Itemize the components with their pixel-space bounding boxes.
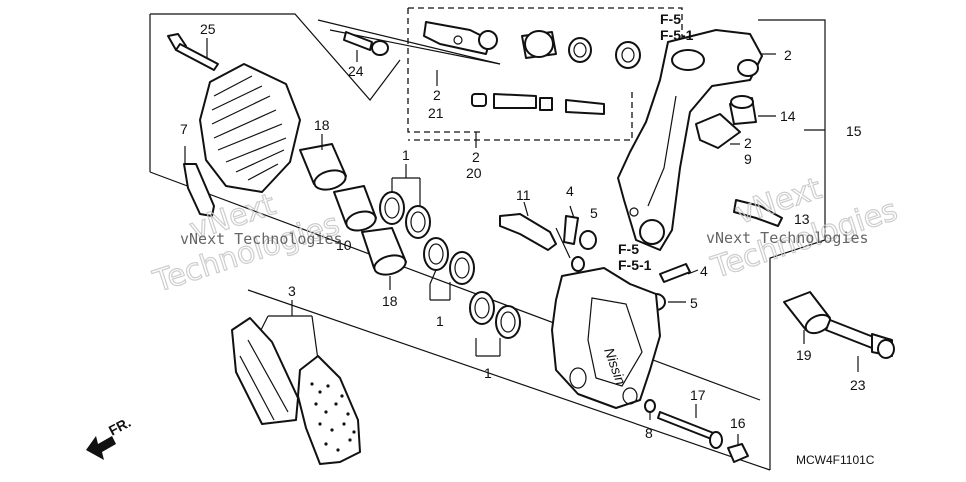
callout-17: 17 [690,387,706,403]
callout-15: 15 [846,123,862,139]
seal-rings-1 [379,191,521,339]
seal-kit-parts [423,21,641,115]
svg-text:vNext Technologies: vNext Technologies [706,229,869,247]
sleeve-10 [333,185,377,232]
callout-2-kit: 2 [472,149,480,165]
callout-21: 21 [428,105,444,121]
callout-1-top: 1 [402,147,410,163]
bolt-25 [167,33,219,71]
svg-text:vNext Technologies: vNext Technologies [180,230,343,248]
callout-7: 7 [180,121,188,137]
pad-spring-7 [183,163,215,217]
callout-16: 16 [730,415,746,431]
callout-2-inset: 2 [433,87,441,103]
ref-label-top-1: F-5 [660,11,681,27]
sleeve-18a [299,143,347,191]
callout-14: 14 [780,108,796,124]
callout-8: 8 [645,425,653,441]
sleeve-18b [361,227,407,276]
callout-19: 19 [796,347,812,363]
callout-18-bottom: 18 [382,293,398,309]
callout-18-top: 18 [314,117,330,133]
callout-1-mid: 1 [436,313,444,329]
bleeder-4b [659,263,691,283]
brake-pad-front [297,355,361,465]
bolt-23 [825,319,895,359]
bleeder-4a [563,215,579,245]
washer-8 [644,399,656,413]
ref-label-top-2: F-5-1 [660,27,694,43]
callout-23: 23 [850,377,866,393]
callout-24: 24 [348,63,364,79]
boot-14 [729,95,757,125]
slide-pin-11 [499,213,557,251]
caliper-bracket-2 [617,29,763,251]
callout-4-bottom: 4 [700,263,708,279]
front-direction-arrow-icon [86,436,116,460]
callout-5-bottom: 5 [690,295,698,311]
callout-2-bracket: 2 [784,47,792,63]
direction-label: FR. [106,414,133,439]
ref-label-mid-2: F-5-1 [618,257,652,273]
cap-5a [571,230,597,272]
callout-9: 9 [744,151,752,167]
callout-leaders [184,38,859,446]
brake-pad-rear [231,317,299,425]
callout-1-bottom: 1 [484,365,492,381]
sleeve-19 [783,291,832,335]
callout-10: 10 [336,237,352,253]
caliper-bracket-cover [199,63,301,193]
bolt-24 [343,31,389,56]
pad-pin-17 [657,411,723,449]
callout-numbers: 25 24 2 21 2 20 2 14 2 9 15 7 18 1 10 18… [180,21,866,441]
callout-25: 25 [200,21,216,37]
callout-5-top: 5 [590,205,598,221]
callout-13: 13 [794,211,810,227]
callout-2-retainer: 2 [744,135,752,151]
callout-4-top: 4 [566,183,574,199]
slide-pin-13 [733,199,783,227]
caliper-body: Nissin [551,267,661,409]
ref-label-mid-1: F-5 [618,241,639,257]
callout-11: 11 [516,187,531,203]
diagram-code: MCW4F1101C [796,453,875,467]
pad-retainer-9 [695,113,741,149]
callout-3: 3 [288,283,296,299]
callout-20: 20 [466,165,482,181]
plug-16 [727,443,749,463]
